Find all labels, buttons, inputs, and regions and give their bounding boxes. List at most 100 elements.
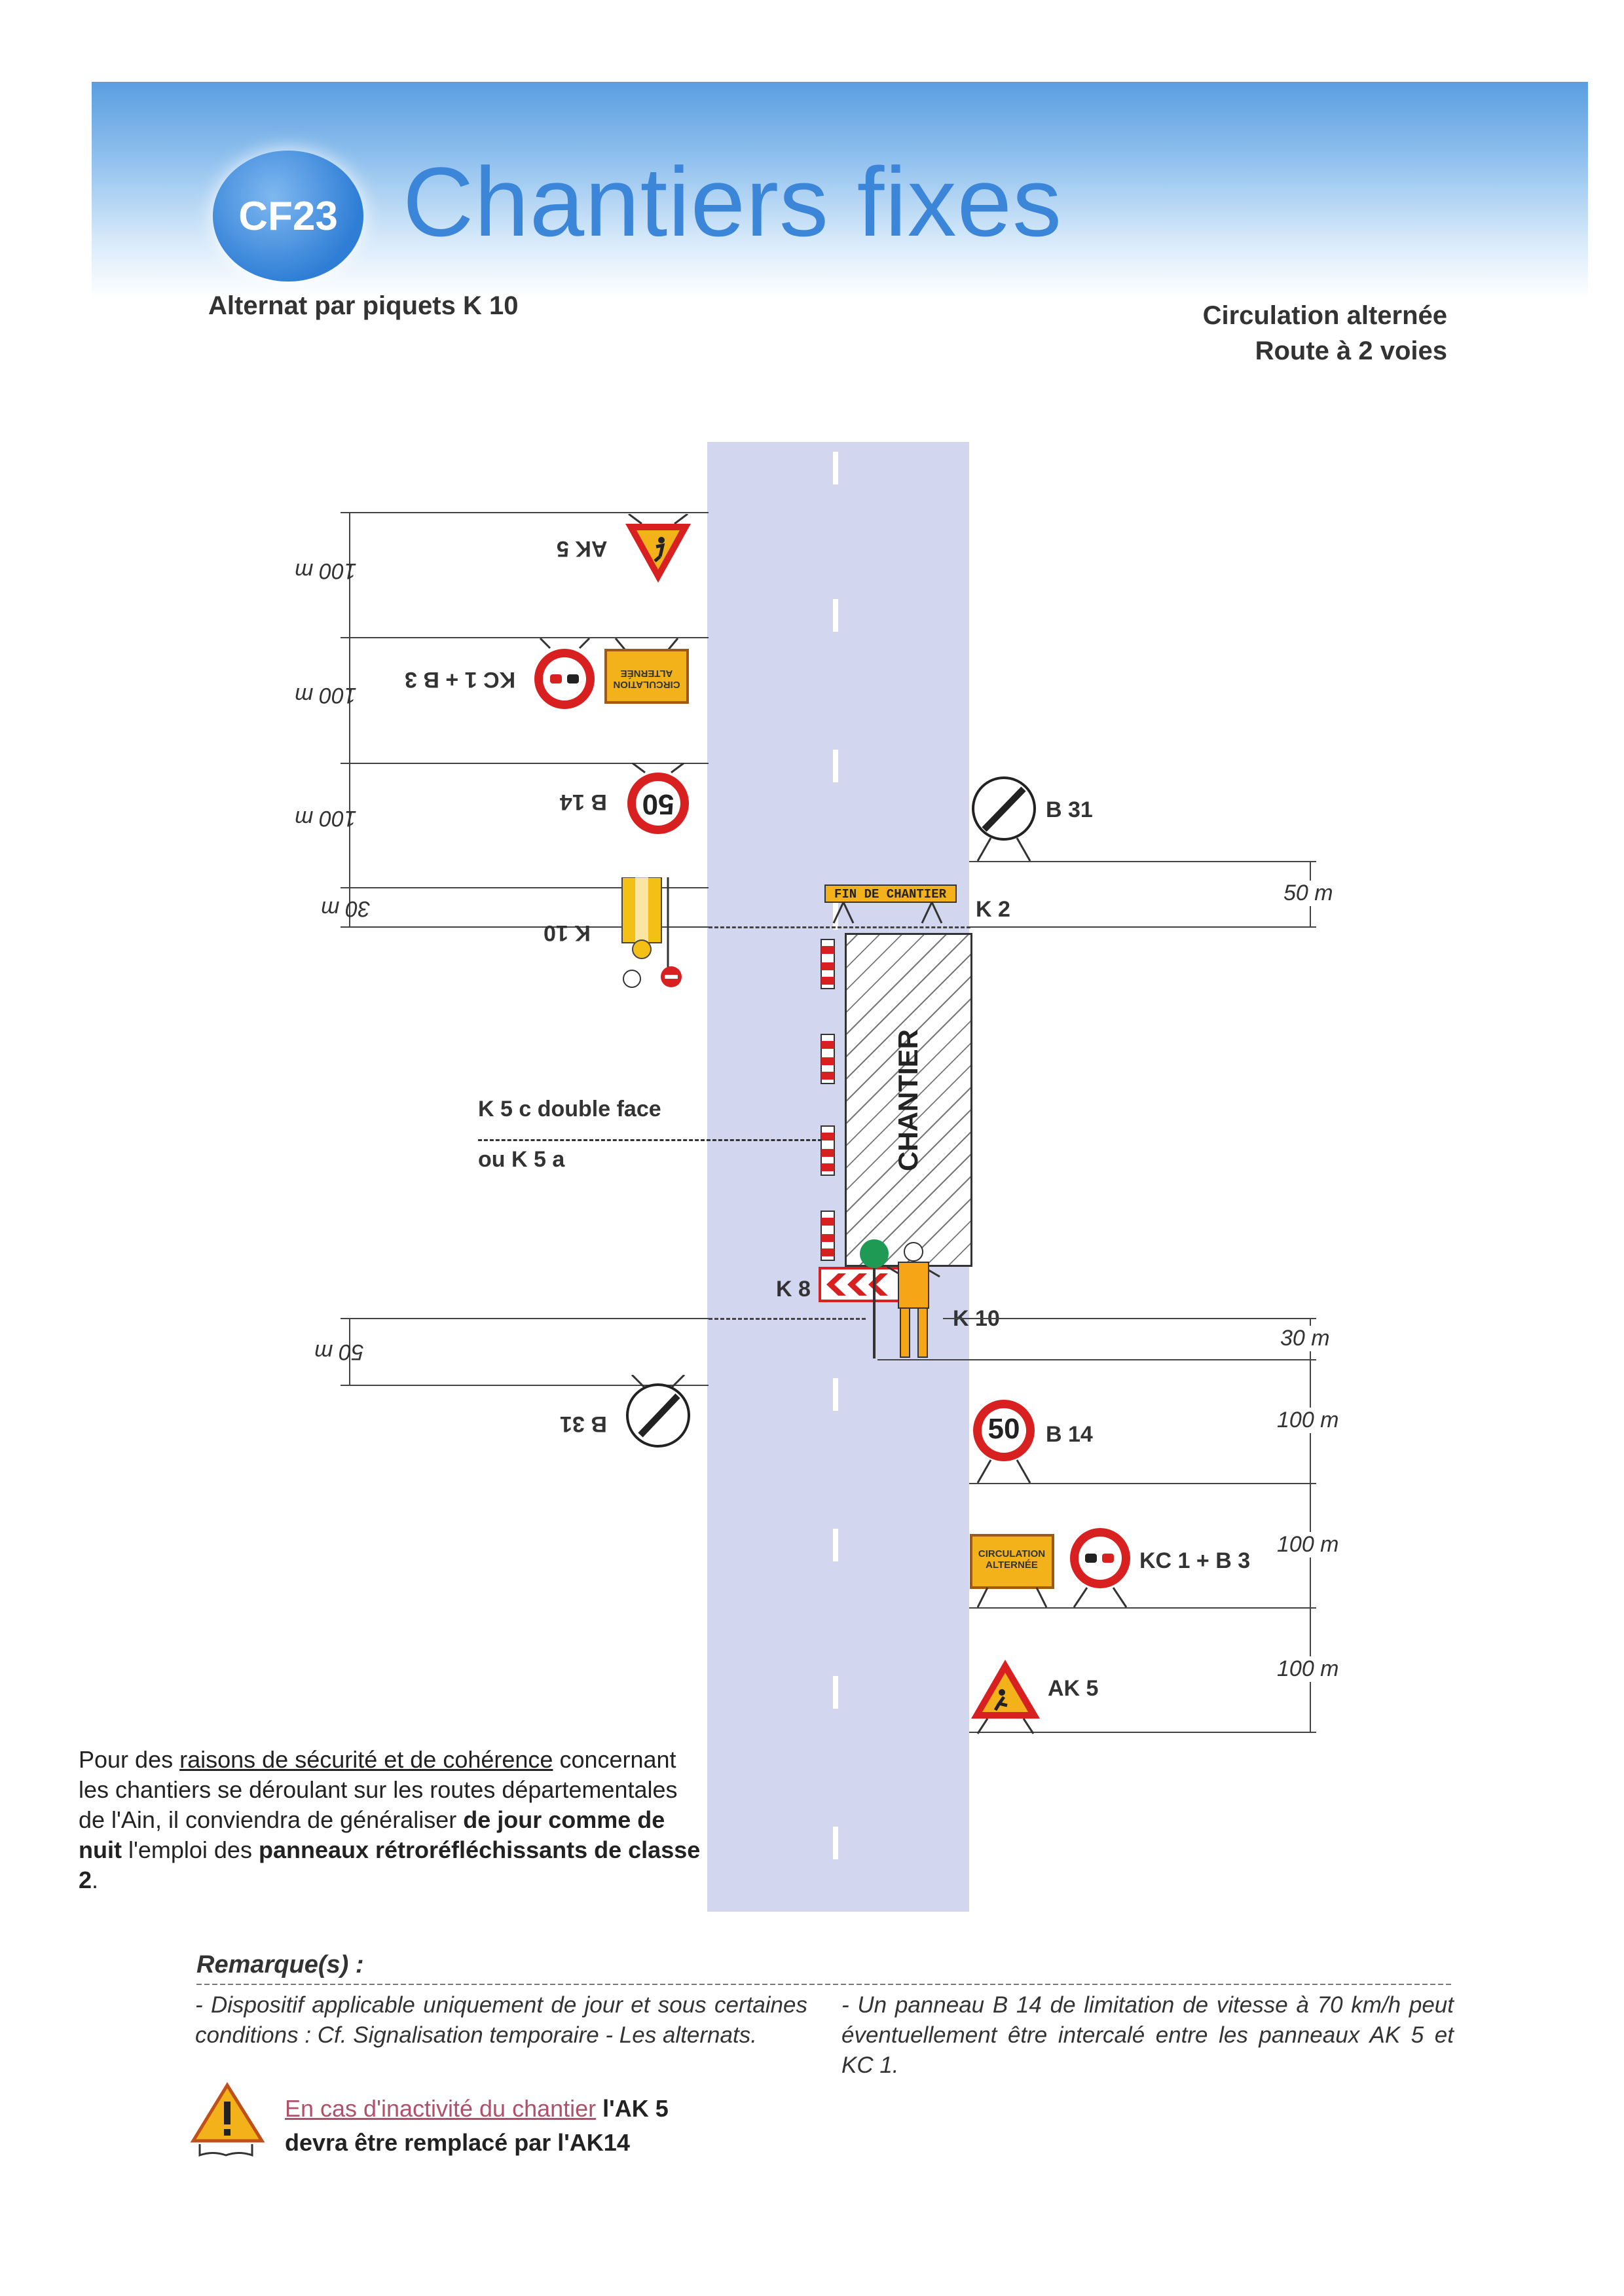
dim-label: 50 m [314,1339,364,1364]
kc1-sign-left [534,638,595,709]
reference-line [341,887,709,888]
paragraph-underlined: raisons de sécurité et de cohérence [179,1746,553,1773]
dim-label: 100 m [1277,1532,1339,1558]
worksite-zone [845,933,972,1267]
worksite-label: CHANTIER [893,1029,923,1171]
dim-label: 100 m [1277,1656,1339,1682]
lane-dash [833,452,838,484]
dim-label: 30 m [321,896,371,921]
lane-dash [833,1827,838,1859]
k10-label-left: K 10 [544,920,591,945]
lane-dash [833,599,838,632]
flagger-k10-left [621,877,682,988]
b14-sign-right [973,1400,1035,1484]
k8-label: K 8 [776,1277,811,1302]
reference-line [341,763,709,764]
b14-value-right: 50 [987,1413,1020,1445]
circulation-alternee-sign-right [970,1534,1054,1608]
dimension-line [349,637,350,763]
lane-dash [833,1378,838,1411]
b31-label-right: B 31 [1046,797,1093,822]
reference-line [969,861,1316,862]
lane-dash [833,1676,838,1709]
b31-label-left: B 31 [560,1412,607,1436]
alignment-line [709,1318,866,1320]
dim-label: 50 m [1283,881,1333,906]
reference-line [969,926,1316,928]
warning-icon [190,2082,265,2157]
dim-label: 30 m [1280,1326,1330,1351]
paragraph-bold: panneaux rétroréfléchissants de classe 2 [79,1836,701,1893]
circulation-alternee-text-left: CIRCULATION ALTERNÉE [613,668,680,690]
inactivity-link[interactable]: En cas d'inactivité du chantier [285,2095,597,2122]
inactivity-note: En cas d'inactivité du chantier l'AK 5 d… [285,2092,669,2160]
k2-sign-text: FIN DE CHANTIER [834,887,947,902]
kc1b3-label-right: KC 1 + B 3 [1139,1548,1251,1573]
paragraph-text: concernant les chantiers se déroulant su… [79,1746,678,1833]
lane-dash [833,897,838,930]
ak5-label-left: AK 5 [557,536,608,561]
circulation-alternee-sign-left [604,638,689,704]
k5-cones [821,939,835,1261]
dim-label: 100 m [295,683,357,708]
dim-label: 100 m [295,558,357,583]
reference-line [341,512,709,513]
k5a-label: ou K 5 a [478,1147,565,1172]
dimension-line [349,1318,350,1385]
k5c-label: K 5 c double face [478,1097,661,1121]
leader-line [478,1139,822,1141]
reference-line [341,1385,709,1386]
k2-sign [824,884,957,924]
dimension-line [349,512,350,637]
remark-right: - Un panneau B 14 de limitation de vites… [841,1992,1454,2078]
ak5-sign-right [971,1660,1040,1734]
remarks-title: Remarque(s) : [196,1951,364,1978]
paragraph-text: . [92,1867,99,1893]
reference-line [341,1318,709,1319]
page-title: Chantiers fixes [403,147,1063,257]
kc1-sign-right [1070,1528,1130,1608]
b14-label-left: B 14 [560,790,607,814]
inactivity-note-line2: devra être remplacé par l'AK14 [285,2126,669,2160]
reference-line [943,1318,1316,1319]
remarks-divider [196,1984,1454,1985]
subtitle-right: Circulation alternée Route à 2 voies [1203,298,1447,369]
lane-dash [833,1529,838,1561]
dimension-line [349,763,350,887]
flagger-k10-right [860,1239,940,1358]
b14-value-left: 50 [642,788,674,820]
alignment-line [709,926,970,928]
dimension-line [349,887,350,926]
reference-line [341,926,709,928]
subtitle-right-line1: Circulation alternée [1202,301,1447,330]
k2-label: K 2 [976,897,1010,922]
info-paragraph: Pour des raisons de sécurité et de cohér… [79,1745,701,1895]
dim-label: 100 m [1277,1408,1339,1433]
reference-line [969,1732,1316,1733]
paragraph-bold: de jour comme de nuit [79,1806,665,1863]
paragraph-text: l'emploi des [121,1836,259,1863]
inactivity-note-line1: En cas d'inactivité du chantier l'AK 5 [285,2092,669,2126]
subtitle-left: Alternat par piquets K 10 [208,291,519,320]
subtitle-right-line2: Route à 2 voies [1255,337,1447,365]
b31-sign-right [972,776,1036,862]
b14-sign-left [627,763,689,834]
circulation-alternee-text-right: CIRCULATION ALTERNÉE [978,1548,1046,1571]
inactivity-ak14: devra être remplacé par l'AK14 [285,2129,630,2156]
kc1b3-label-left: KC 1 + B 3 [405,667,516,692]
b31-sign-left [626,1375,690,1448]
reference-line [969,1607,1316,1609]
lane-dash [833,750,838,782]
reference-line [877,1359,1316,1360]
remark-left: - Dispositif applicable uniquement de jo… [195,1992,807,2048]
dim-label: 100 m [295,806,357,831]
section-badge: CF23 [213,151,363,282]
reference-line [341,637,709,638]
paragraph-text: Pour des [79,1746,180,1773]
ak5-sign-left [625,514,691,583]
ak5-label-right: AK 5 [1048,1676,1099,1701]
k8-chevron-sign [819,1267,903,1302]
b14-label-right: B 14 [1046,1422,1093,1447]
inactivity-ak5: l'AK 5 [596,2095,669,2122]
reference-line [969,1483,1316,1484]
